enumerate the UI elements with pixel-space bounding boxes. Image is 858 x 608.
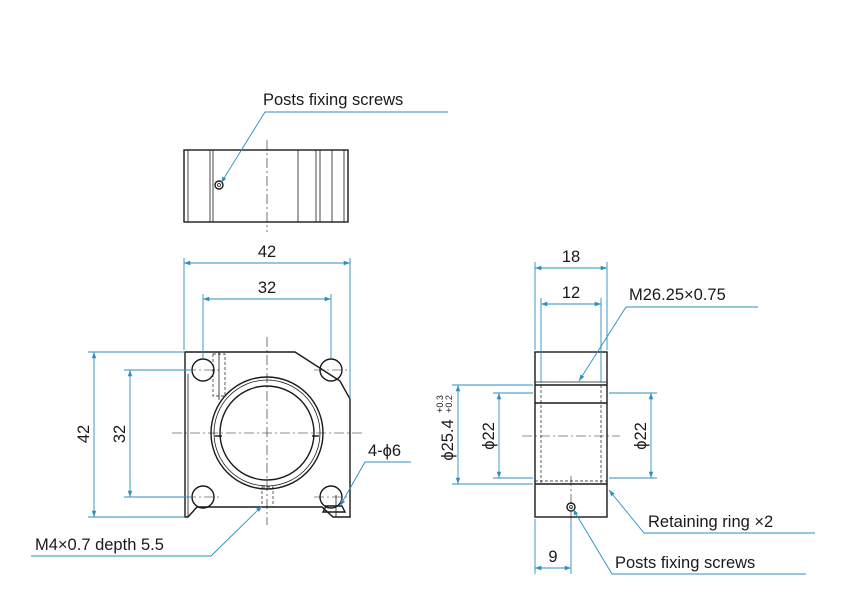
dim-tol-lower: +0.2 xyxy=(444,395,454,413)
dimension-lines xyxy=(88,258,657,574)
dim-side-bore-left: ϕ22 xyxy=(480,422,498,450)
leader-lines xyxy=(31,111,815,575)
dim-side-thread-width: 12 xyxy=(562,284,580,302)
top-view xyxy=(183,140,349,232)
dim-side-width: 18 xyxy=(562,248,580,266)
label-holes: 4-ϕ6 xyxy=(368,442,401,460)
side-view xyxy=(522,351,620,524)
label-posts-fixing-top: Posts fixing screws xyxy=(263,91,403,109)
dim-front-width: 42 xyxy=(258,243,276,261)
dim-side-screw-offset: 9 xyxy=(548,548,557,566)
label-posts-fixing-bottom: Posts fixing screws xyxy=(615,554,755,572)
text-labels: Posts fixing screws M26.25×0.75 Retainin… xyxy=(35,91,773,572)
side-view-outline xyxy=(534,351,608,518)
dim-tol-upper: +0.3 xyxy=(435,395,445,413)
side-screw-hole xyxy=(566,502,576,512)
dim-front-pitch-y: 32 xyxy=(111,425,129,443)
label-m4: M4×0.7 depth 5.5 xyxy=(35,536,164,554)
dim-side-bore-right: ϕ22 xyxy=(632,422,650,450)
front-view xyxy=(172,337,362,525)
dim-front-pitch-x: 32 xyxy=(258,279,276,297)
top-screw-hole xyxy=(214,180,224,190)
top-view-outline xyxy=(183,149,349,223)
dim-front-height: 42 xyxy=(75,425,93,443)
front-view-outline xyxy=(184,351,351,518)
label-retaining-ring: Retaining ring ×2 xyxy=(648,513,773,531)
label-m26: M26.25×0.75 xyxy=(629,286,726,304)
dim-side-phi254: ϕ25.4 xyxy=(439,419,457,460)
